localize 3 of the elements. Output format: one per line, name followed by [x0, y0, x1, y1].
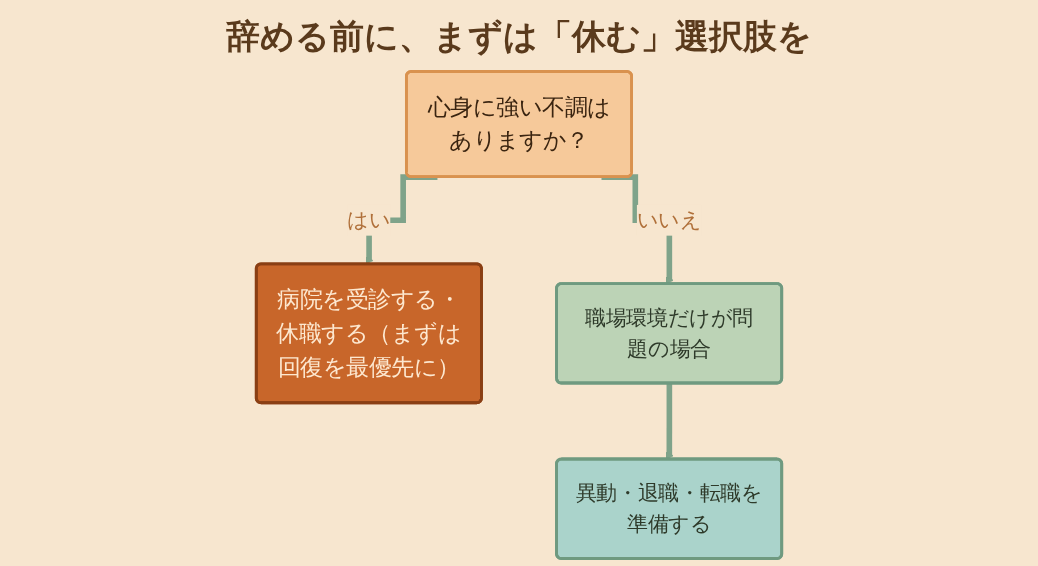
- edge-label: はい: [347, 208, 391, 232]
- title: 辞める前に、まずは「休む」選択肢を: [226, 15, 812, 58]
- edge-label: いいえ: [636, 208, 702, 232]
